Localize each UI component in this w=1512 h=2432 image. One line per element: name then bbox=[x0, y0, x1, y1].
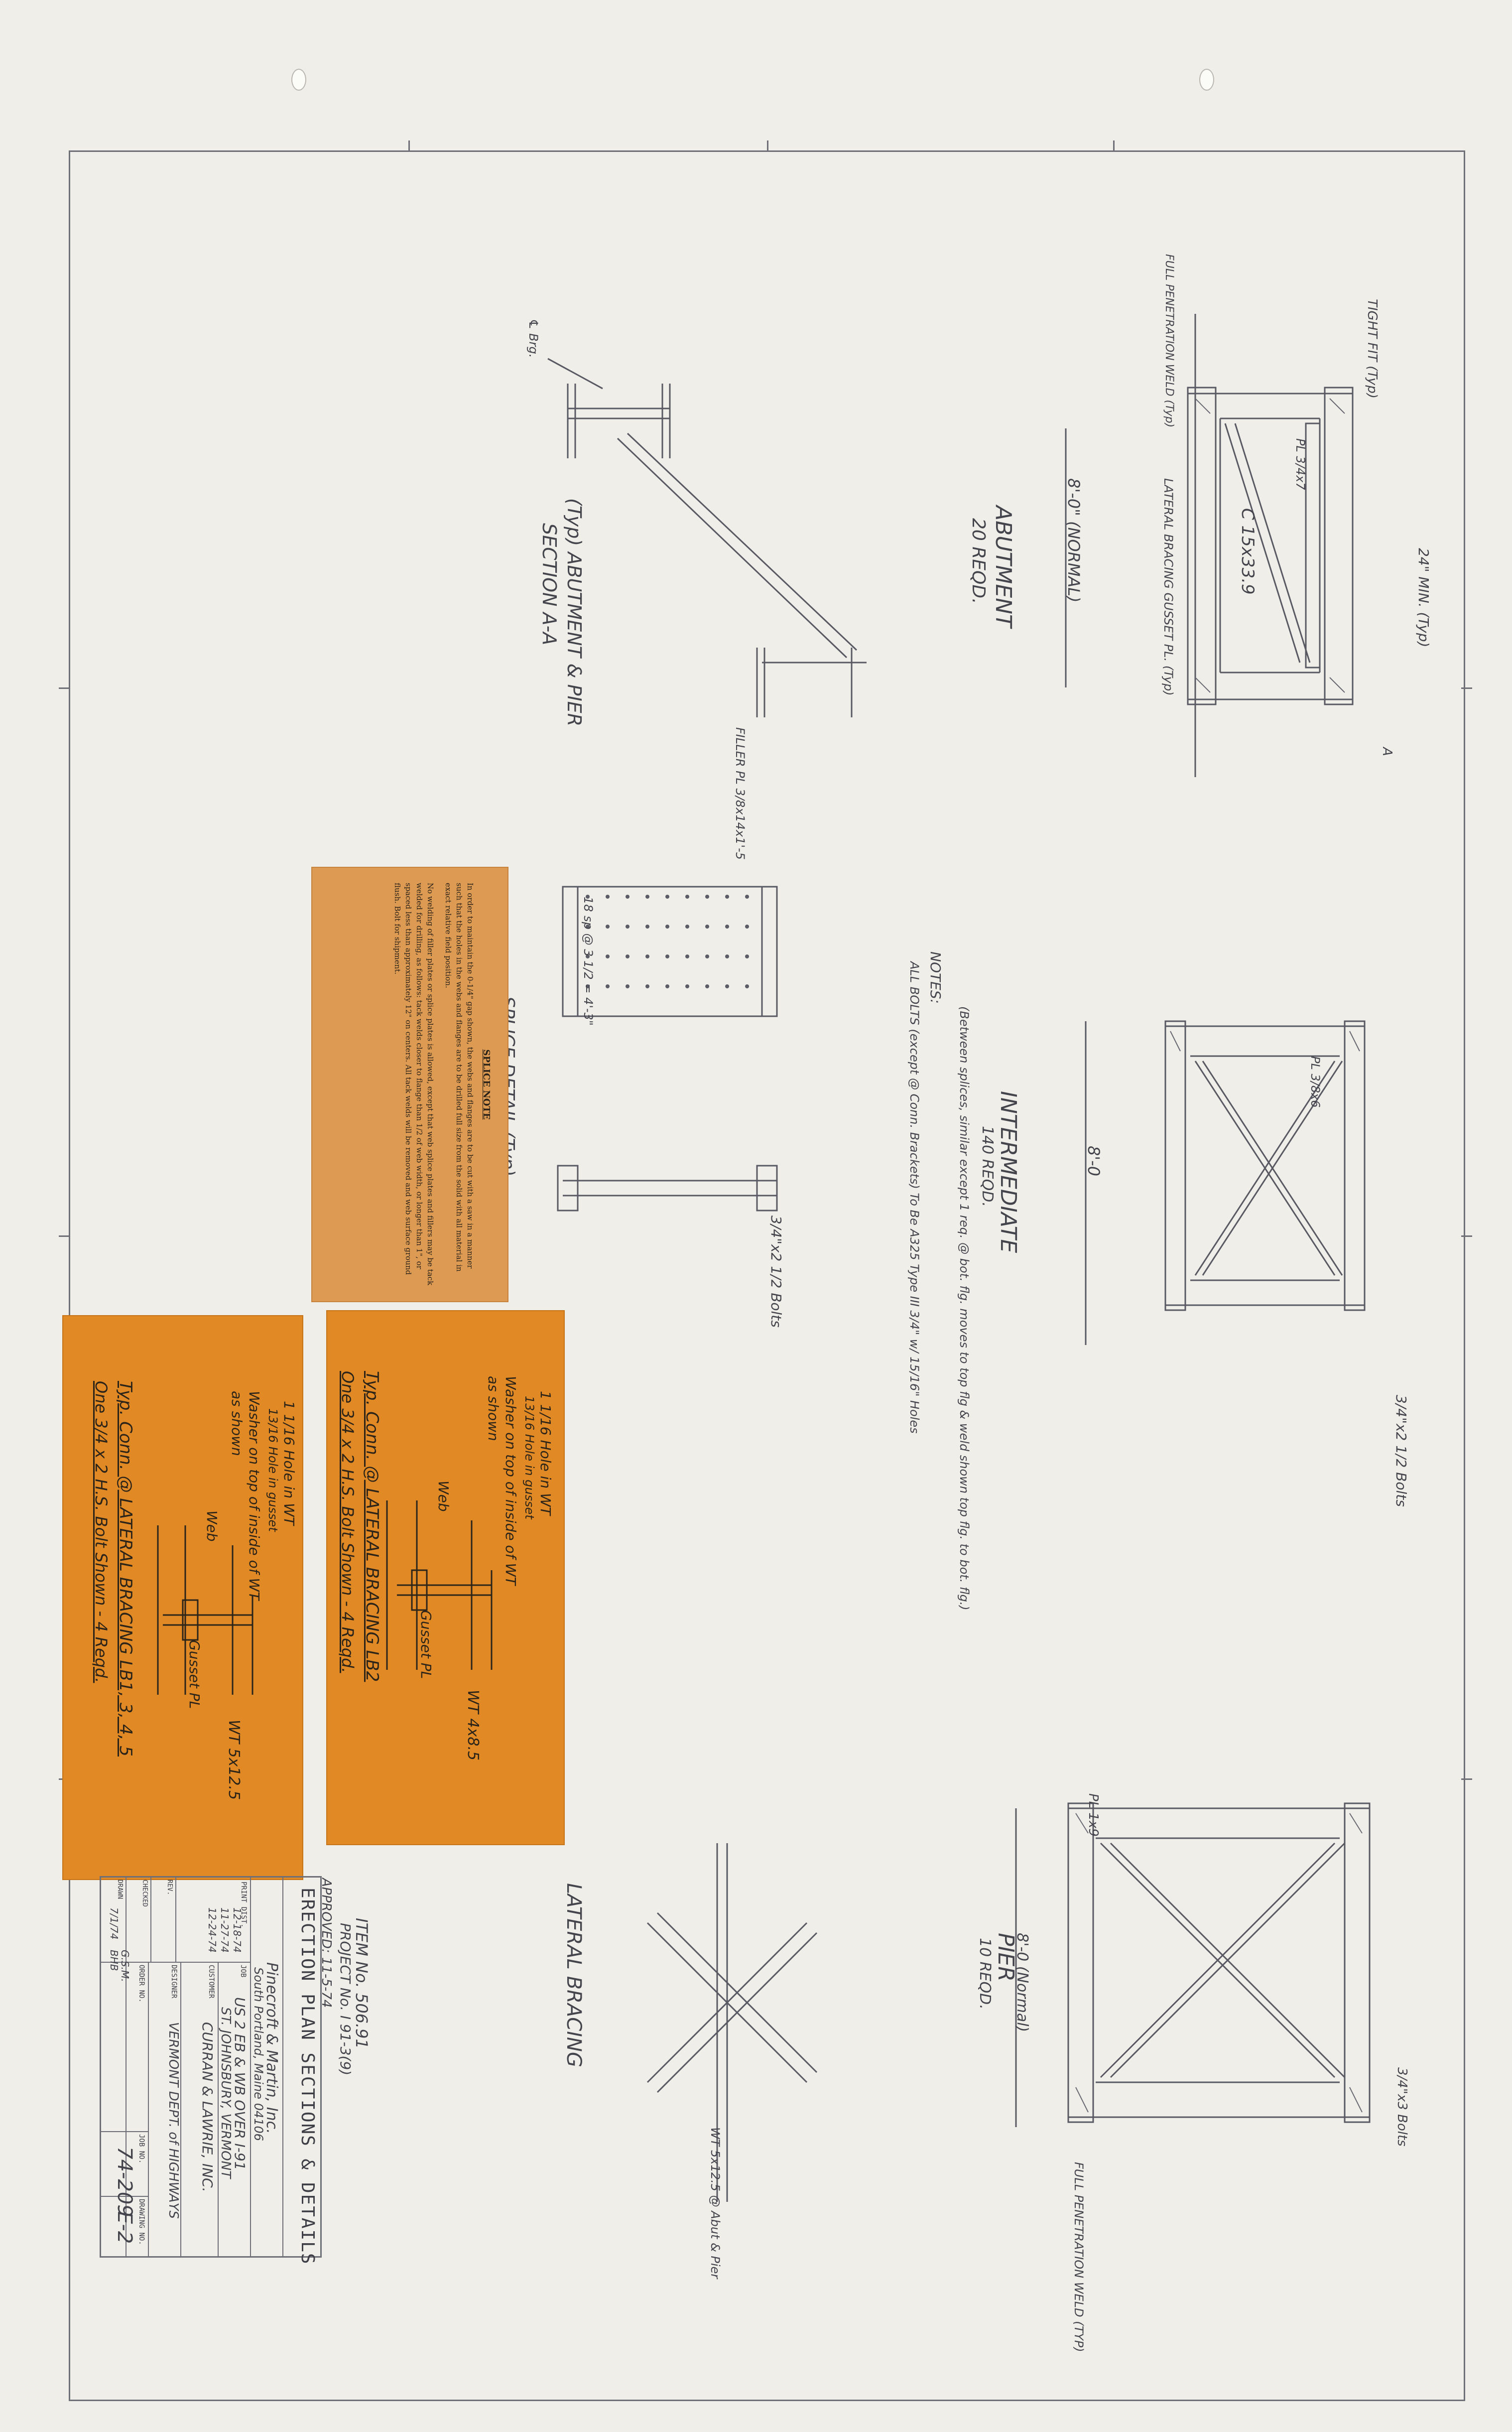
lateral-bracing-detail bbox=[646, 1843, 818, 2202]
card-wt-label: WT 5x12.5 bbox=[225, 1720, 243, 1800]
zone-tick bbox=[1461, 687, 1472, 689]
splice-detail bbox=[557, 886, 778, 1212]
card-line: 1 1/16 Hole in WT bbox=[537, 1391, 554, 1515]
intermediate-dim: 8'-0 bbox=[1084, 1146, 1103, 1177]
pier-qty: 10 REQD. bbox=[976, 1938, 994, 2010]
abutment-frame bbox=[1065, 314, 1354, 777]
abutment-label: PL 3/4x7 bbox=[1293, 438, 1307, 490]
lateral-bracing-label: WT 5x12.5 @ Abut & Pier bbox=[708, 2127, 722, 2279]
drawing-no-label: DRAWING NO. bbox=[137, 2199, 145, 2245]
fabricator-address: South Portland, Maine 04106 bbox=[252, 1967, 265, 2141]
job-no-label: JOB NO. bbox=[137, 2134, 145, 2164]
splice-note-paragraph: In order to maintain the 0-1/4" gap show… bbox=[444, 883, 475, 1272]
pier-label: 3/4"x3 Bolts bbox=[1394, 2067, 1409, 2147]
card-line: as shown bbox=[229, 1391, 245, 1456]
intermediate-title: INTERMEDIATE bbox=[996, 1091, 1021, 1253]
zone-tick bbox=[59, 1235, 70, 1237]
zone-tick bbox=[59, 687, 70, 689]
drawn-by: BHB bbox=[108, 1950, 120, 1971]
notes-text: ALL BOLTS (except @ Conn. Brackets) To B… bbox=[907, 961, 921, 1434]
card-line: Washer on top of inside of WT bbox=[503, 1376, 519, 1586]
rev-date: 12-18-74 bbox=[231, 1907, 243, 1953]
card-line: as shown bbox=[485, 1376, 502, 1441]
zone-tick bbox=[1461, 1778, 1472, 1780]
intermediate-qty: 140 REQD. bbox=[979, 1126, 996, 1207]
connection-card-lb1: 1 1/16 Hole in WT 13/16 Hole in gusset W… bbox=[62, 1315, 303, 1880]
card-web-label: Web bbox=[204, 1510, 220, 1542]
splice-label: FILLER PL 3/8x14x1'-5 bbox=[733, 727, 747, 860]
section-aa bbox=[547, 358, 867, 717]
fabricator-name: Pinecroft & Martin, Inc. bbox=[263, 1962, 280, 2134]
rev-label: REV. bbox=[166, 1880, 173, 1895]
pier-label: PL 1x9 bbox=[1086, 1793, 1101, 1837]
job-number: 74-209 bbox=[113, 2147, 136, 2217]
card-line: 13/16 Hole in gusset bbox=[266, 1408, 280, 1532]
section-aa-subtitle: SECTION A-A bbox=[538, 523, 560, 646]
section-aa-label: ℄ Brg. bbox=[526, 319, 540, 358]
abutment-qty: 20 REQD. bbox=[968, 518, 989, 604]
splice-label: 18 sp @ 3 1/2 = 4'-3" bbox=[581, 897, 595, 1026]
intermediate-frame bbox=[1085, 1020, 1366, 1345]
card-wt-label: WT 4x8.5 bbox=[464, 1690, 482, 1761]
card-gusset-label: Gusset PL bbox=[418, 1610, 434, 1679]
drawing-title: ERECTION PLAN SECTIONS & DETAILS bbox=[297, 1888, 318, 2265]
card-line: Washer on top of inside of WT bbox=[246, 1391, 262, 1601]
pier-frame bbox=[1015, 1802, 1371, 2127]
abutment-label: A bbox=[1380, 747, 1394, 756]
intermediate-note: (Between splices, similar except 1 req. … bbox=[957, 1006, 971, 1611]
designer-name: VERMONT DEPT. of HIGHWAYS bbox=[166, 2022, 181, 2219]
abutment-label: C 15x33.9 bbox=[1238, 508, 1258, 595]
punch-hole bbox=[1199, 69, 1214, 91]
abutment-title: ABUTMENT bbox=[991, 506, 1016, 628]
notes-label: NOTES: bbox=[927, 951, 944, 1004]
card-subtitle: One 3/4 x 2 H.S. Bolt Shown - 4 Reqd. bbox=[92, 1381, 111, 1683]
title-block: ERECTION PLAN SECTIONS & DETAILS Pinecro… bbox=[100, 1876, 322, 2265]
card-title: Typ. Conn. @ LATERAL BRACING LB1, 3, 4, … bbox=[116, 1381, 135, 1757]
abutment-label: FULL PENETRATION WELD (Typ) bbox=[1163, 254, 1175, 428]
punch-hole bbox=[291, 69, 306, 91]
drawing-number: E-2 bbox=[113, 2211, 136, 2244]
lateral-bracing-title: LATERAL BRACING bbox=[562, 1883, 585, 2067]
job-location: ST. JOHNSBURY, VERMONT bbox=[218, 2007, 233, 2178]
abutment-dim: 8'-0" (NORMAL) bbox=[1064, 478, 1083, 603]
job-label: JOB bbox=[239, 1965, 247, 1978]
project-number: PROJECT No. I 91-3(9) bbox=[337, 1923, 354, 2076]
splice-note-card: SPLICE NOTE In order to maintain the 0-1… bbox=[311, 867, 508, 1302]
customer-name: CURRAN & LAWRIE, INC. bbox=[199, 2022, 216, 2192]
splice-note-paragraph: No welding of filler plates or splice pl… bbox=[393, 883, 435, 1286]
abutment-label: LATERAL BRACING GUSSET PL. (Typ) bbox=[1161, 478, 1175, 696]
section-aa-title: (Typ) ABUTMENT & PIER bbox=[563, 498, 585, 727]
drawn-label: DRAWN bbox=[116, 1880, 124, 1899]
customer-label: CUSTOMER bbox=[207, 1965, 215, 1999]
splice-note-title: SPLICE NOTE bbox=[481, 1049, 492, 1120]
order-label: ORDER NO. bbox=[137, 1965, 145, 2003]
item-number: ITEM No. 506.91 bbox=[352, 1918, 371, 2049]
abutment-label: 24" MIN. (Typ) bbox=[1415, 548, 1432, 648]
pier-label: FULL PENETRATION WELD (TYP) bbox=[1072, 2162, 1086, 2352]
zone-tick bbox=[1461, 1235, 1472, 1237]
splice-label: 3/4"x2 1/2 Bolts bbox=[768, 1216, 784, 1328]
intermediate-label: 3/4"x2 1/2 Bolts bbox=[1393, 1395, 1409, 1507]
rev-date: 12-24-74 bbox=[206, 1907, 218, 1953]
card-line: 1 1/16 Hole in WT bbox=[281, 1401, 297, 1525]
card-subtitle: One 3/4 x 2 H.S. Bolt Shown - 4 Reqd. bbox=[338, 1371, 357, 1673]
drawn-date: 7/1/74 bbox=[108, 1907, 120, 1940]
designer-label: DESIGNER bbox=[170, 1965, 178, 1999]
card-gusset-label: Gusset PL bbox=[186, 1640, 203, 1709]
card-line: 13/16 Hole in gusset bbox=[522, 1396, 536, 1519]
card-web-label: Web bbox=[435, 1481, 452, 1512]
zone-tick bbox=[767, 140, 768, 151]
checked-by: G.S.M. bbox=[119, 1950, 131, 1982]
checked-label: CHECKED bbox=[141, 1880, 148, 1907]
job-name: US 2 EB & WB OVER I-91 bbox=[232, 1997, 248, 2170]
abutment-label: TIGHT FIT (Typ) bbox=[1365, 299, 1380, 399]
card-title: Typ. Conn. @ LATERAL BRACING LB2 bbox=[362, 1371, 382, 1682]
intermediate-label: PL 3/8x6 bbox=[1308, 1056, 1322, 1108]
pier-dim: 8'-0 (Normal) bbox=[1013, 1933, 1031, 2032]
zone-tick bbox=[1113, 140, 1115, 151]
connection-card-lb2: 1 1/16 Hole in WT 13/16 Hole in gusset W… bbox=[326, 1310, 565, 1845]
rev-date: 11-27-74 bbox=[219, 1907, 231, 1953]
zone-tick bbox=[408, 140, 410, 151]
